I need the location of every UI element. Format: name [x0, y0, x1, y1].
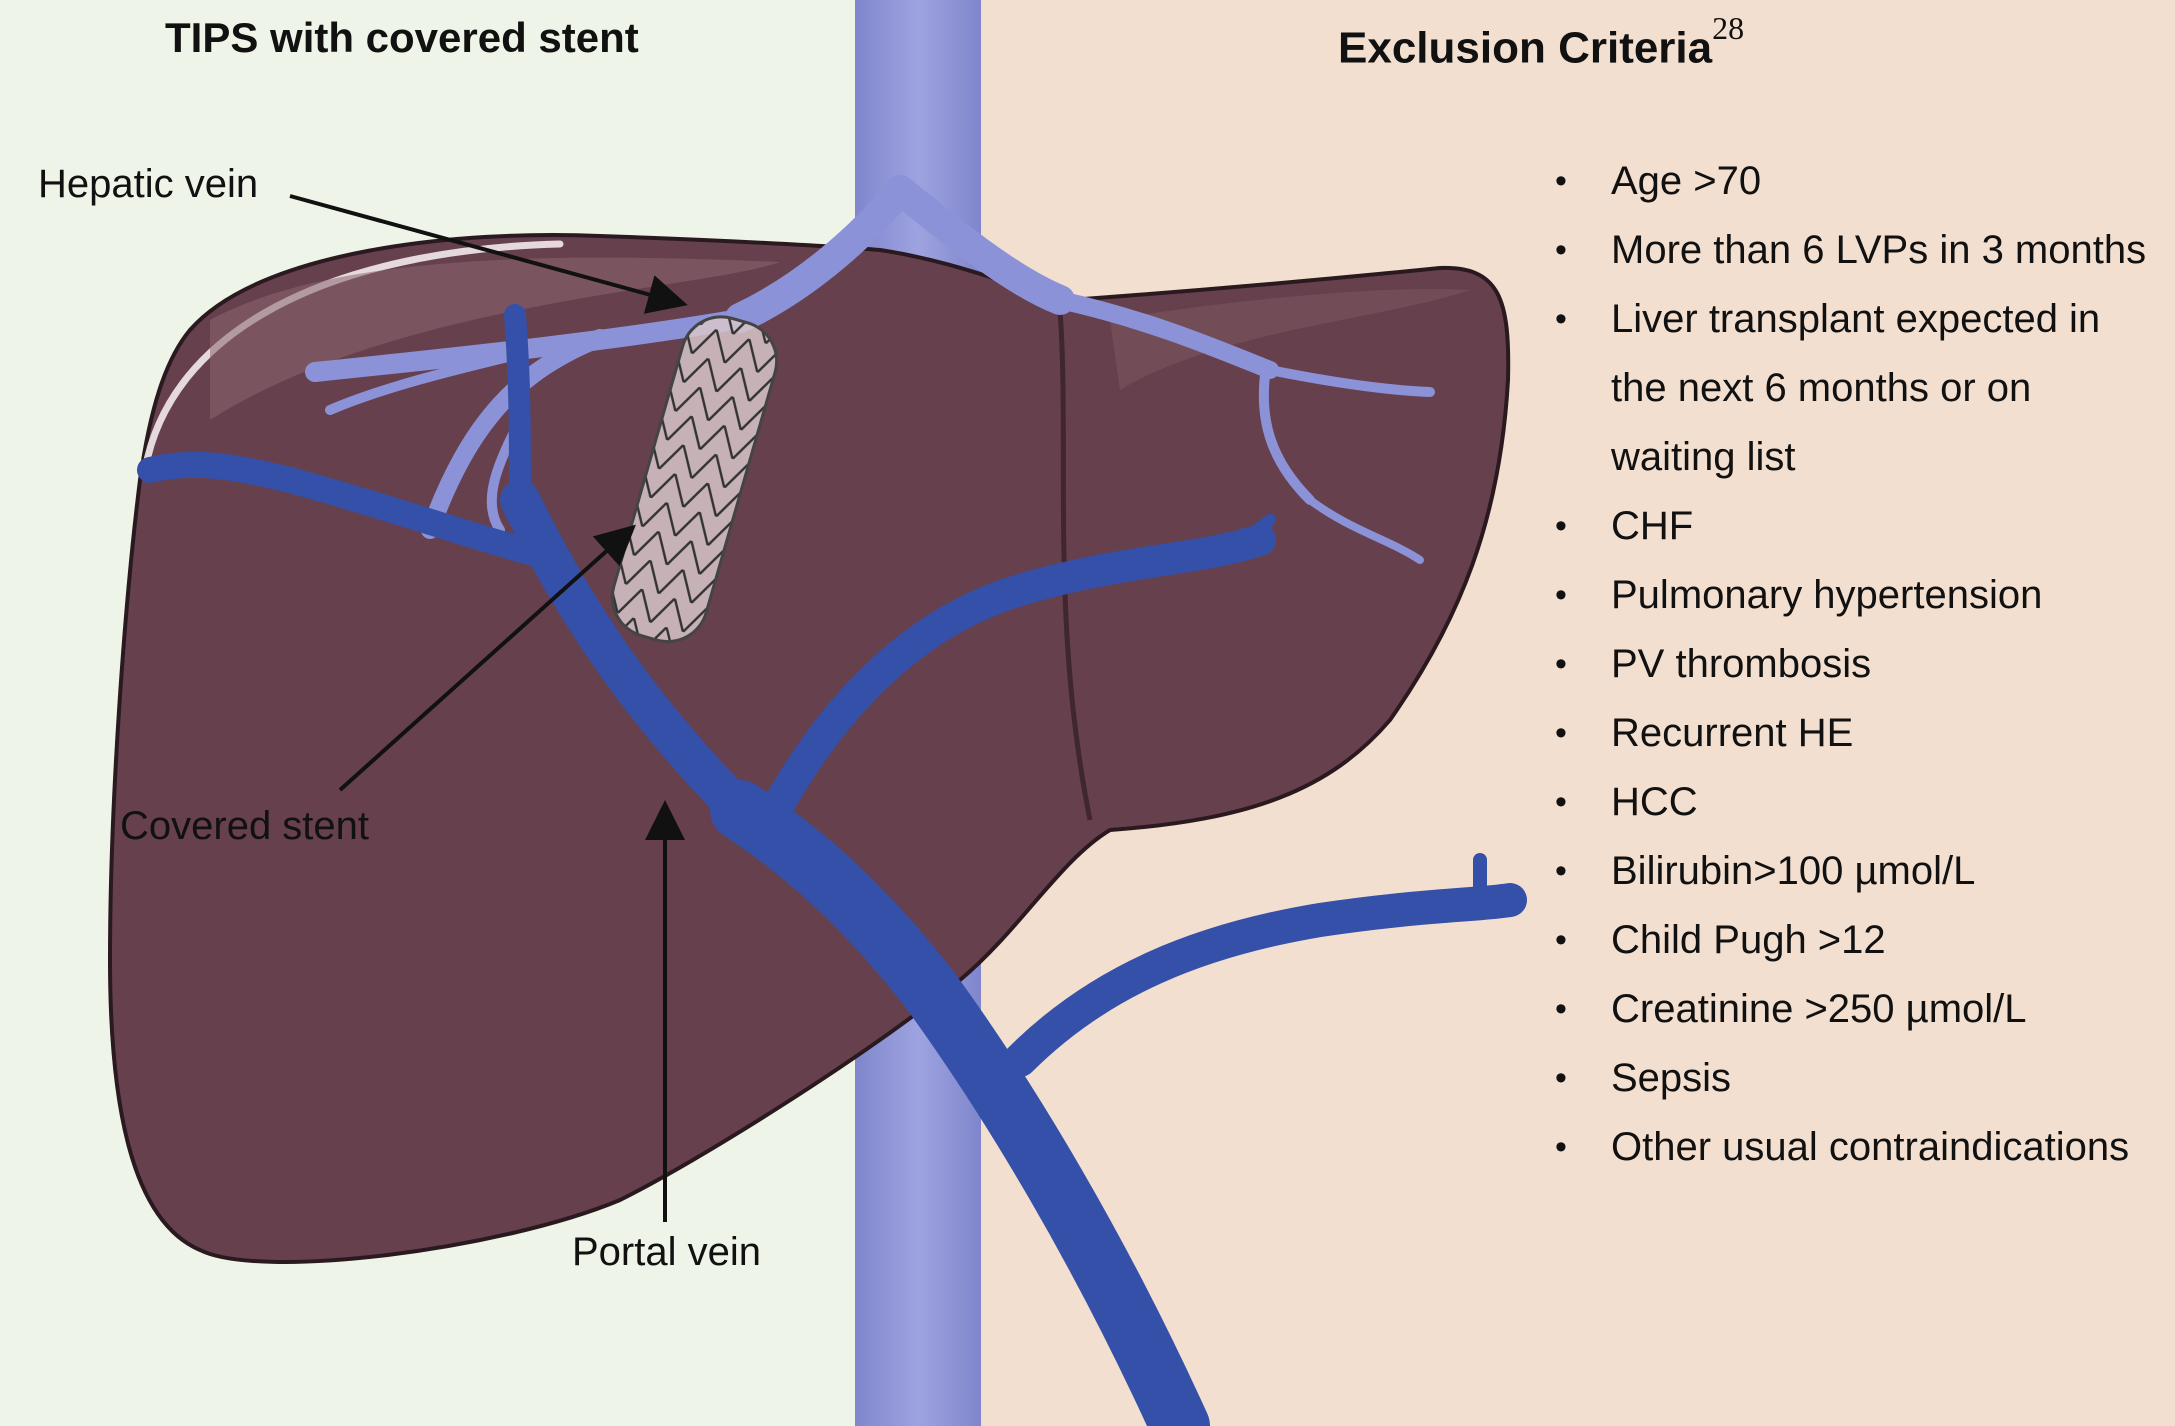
portal-vein-label: Portal vein: [572, 1230, 761, 1274]
criteria-item: Sepsis: [1555, 1044, 2155, 1113]
criteria-item: More than 6 LVPs in 3 months: [1555, 216, 2155, 285]
portal-veins: [137, 304, 1527, 1426]
left-panel-title: TIPS with covered stent: [165, 14, 639, 61]
right-panel-title: Exclusion Criteria28: [1338, 10, 1744, 74]
criteria-item: Creatinine >250 µmol/L: [1555, 975, 2155, 1044]
criteria-item: Liver transplant expected in the next 6 …: [1555, 285, 2155, 492]
liver-lobe-line: [1057, 309, 1093, 821]
criteria-item: Child Pugh >12: [1555, 906, 2155, 975]
exclusion-criteria-heading: Exclusion Criteria: [1338, 23, 1713, 73]
criteria-item: Other usual contraindications: [1555, 1113, 2155, 1182]
criteria-item: HCC: [1555, 768, 2155, 837]
criteria-item: PV thrombosis: [1555, 630, 2155, 699]
covered-stent-arrow: [338, 524, 636, 792]
exclusion-criteria-list: Age >70 More than 6 LVPs in 3 months Liv…: [1555, 147, 2155, 1182]
reference-number: 28: [1712, 10, 1745, 46]
covered-stent: [610, 315, 779, 644]
criteria-item: CHF: [1555, 492, 2155, 561]
covered-stent-label: Covered stent: [120, 804, 370, 848]
criteria-item: Pulmonary hypertension: [1555, 561, 2155, 630]
hepatic-vein-arrow: [289, 194, 688, 314]
criteria-item: Age >70: [1555, 147, 2155, 216]
criteria-item: Bilirubin>100 µmol/L: [1555, 837, 2155, 906]
hepatic-vein-label: Hepatic vein: [38, 162, 259, 206]
criteria-item: Recurrent HE: [1555, 699, 2155, 768]
liver-right-lobe-sheen: [1110, 289, 1470, 390]
liver-sheen: [210, 257, 780, 420]
